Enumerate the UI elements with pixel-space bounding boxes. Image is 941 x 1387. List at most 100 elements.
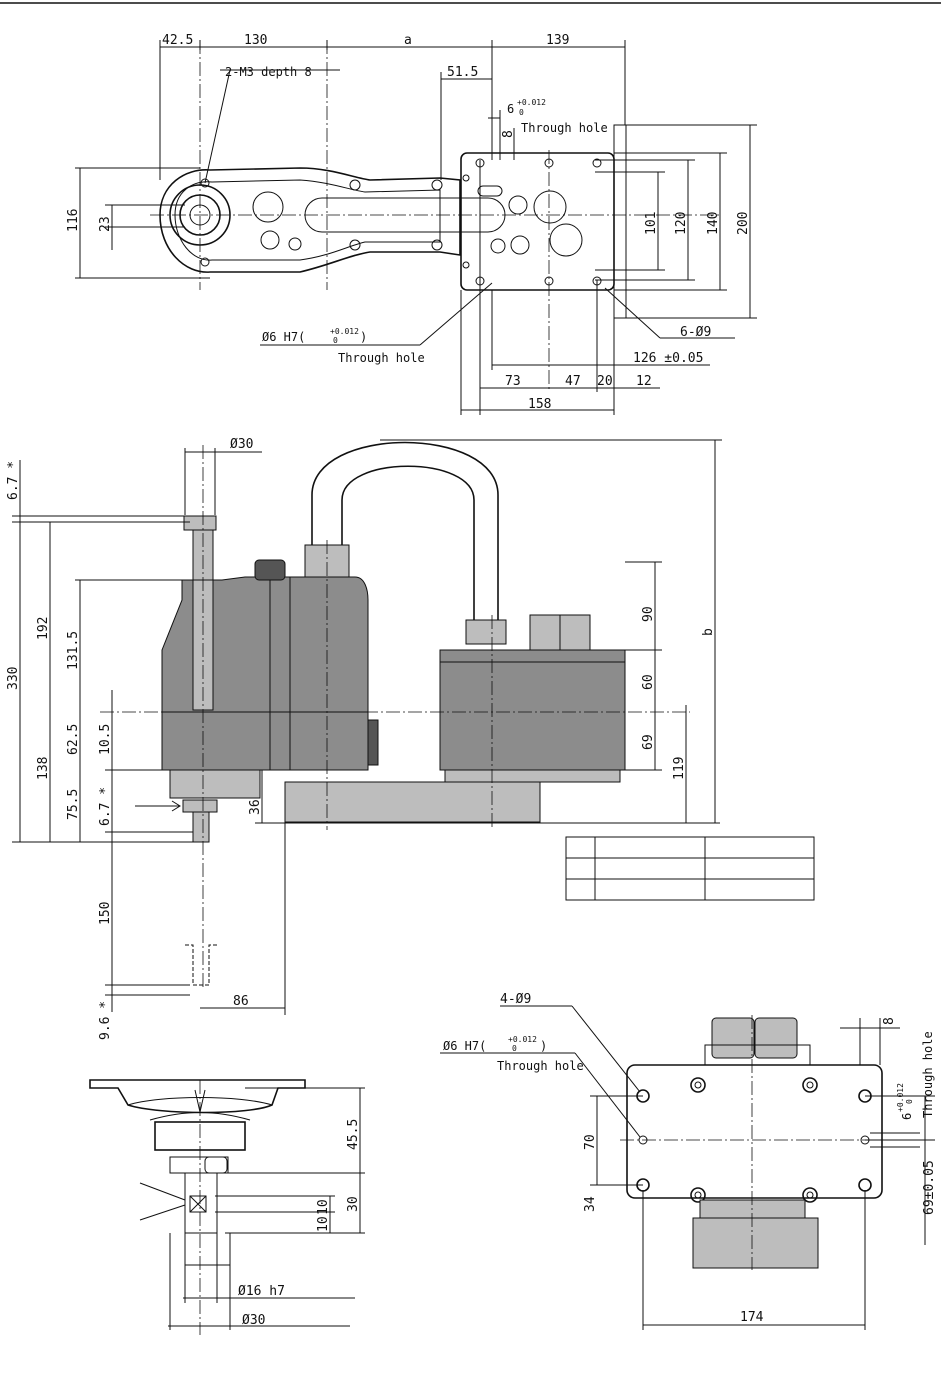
shaft-view-housing <box>89 1079 306 1114</box>
top-view-plate-flange <box>613 124 627 319</box>
side-shaft-collar <box>183 515 217 531</box>
side-dim-60: 60 <box>641 674 656 690</box>
top-dim-12: 12 <box>636 374 652 389</box>
top-view-arm-inner <box>174 179 441 261</box>
top-dim-126: 126 ±0.05 <box>633 351 703 366</box>
top-note-through-hole: Through hole <box>521 121 608 135</box>
side-shaft-flange <box>182 799 218 813</box>
side-base-plate <box>444 769 621 783</box>
side-cable-fitting-right <box>465 619 507 645</box>
side-dim-phi30: Ø30 <box>230 437 253 452</box>
top-dim-101: 101 <box>644 212 659 235</box>
top-view-dimension-lines <box>75 40 757 415</box>
shaft-dimension-lines <box>139 1087 365 1330</box>
side-dim-36: 36 <box>248 799 263 815</box>
top-dim-a: a <box>404 33 412 48</box>
shaft-dim-phi30: Ø30 <box>242 1313 265 1328</box>
top-view-screw-6 <box>431 239 443 251</box>
top-view-arm-outline <box>159 167 461 273</box>
side-dim-9-6: 9.6 * <box>98 1001 113 1040</box>
side-dim-330: 330 <box>6 667 21 690</box>
top-dim-140: 140 <box>706 212 721 235</box>
rear-dim-70: 70 <box>583 1134 598 1150</box>
rear-note-phi6-h7: Ø6 H7( <box>443 1039 486 1053</box>
top-view-screw-4 <box>349 239 361 251</box>
rear-note-tol-lo-2: 0 <box>905 1099 914 1104</box>
top-dim-47: 47 <box>565 374 581 389</box>
top-view-bore-1 <box>252 191 284 223</box>
spec-table <box>565 836 815 901</box>
rear-note-tol-up: +0.012 <box>508 1035 537 1044</box>
shaft-view-collar <box>169 1156 229 1174</box>
rear-note-through-hole: Through hole <box>497 1059 584 1073</box>
side-base-connector-2 <box>559 614 591 651</box>
top-dim-120: 120 <box>674 212 689 235</box>
top-note-tol-lo: 0 <box>519 108 524 117</box>
top-view-screw-1 <box>200 178 210 188</box>
shaft-dim-phi16: Ø16 h7 <box>238 1284 285 1299</box>
top-dim-158: 158 <box>528 397 551 412</box>
side-cable-outer <box>311 441 499 625</box>
shaft-view-key <box>189 1195 207 1213</box>
rear-note-close: ) <box>540 1039 547 1053</box>
side-base-foot <box>284 781 541 823</box>
top-view-plate-bore-1 <box>533 190 567 224</box>
side-base-connector-1 <box>529 614 561 651</box>
top-view: 42.5 130 a 139 51.5 2-M3 depth 8 6 +0.01… <box>66 33 757 415</box>
side-lower-housing <box>169 769 261 799</box>
rear-dimension-lines <box>440 1005 935 1330</box>
top-note-phi6-close: ) <box>360 330 367 344</box>
side-dim-b: b <box>701 628 716 636</box>
rear-note-hole-6: 6 <box>900 1113 914 1120</box>
rear-dim-8: 8 <box>882 1017 897 1025</box>
side-dim-6-7-bottom: 6.7 * <box>98 787 113 826</box>
rear-dim-34: 34 <box>583 1196 598 1212</box>
rear-view: 4-Ø9 Ø6 H7( +0.012 0 ) Through hole 70 3… <box>440 992 937 1330</box>
shaft-dim-30: 30 <box>346 1196 361 1212</box>
top-view-screw-5 <box>431 179 443 191</box>
top-view-plate-bore-4 <box>510 235 530 255</box>
side-dim-90: 90 <box>641 606 656 622</box>
side-dim-86: 86 <box>233 994 249 1009</box>
side-dim-192: 192 <box>36 617 51 640</box>
top-dim-116: 116 <box>66 209 81 232</box>
rear-connector-2 <box>754 1017 798 1059</box>
rear-base-block <box>692 1217 819 1269</box>
top-note-m3-depth: 2-M3 depth 8 <box>225 65 312 79</box>
shaft-dim-10-a: 10 <box>316 1199 331 1215</box>
top-dim-51-5: 51.5 <box>447 65 478 80</box>
top-dim-23: 23 <box>98 216 113 232</box>
rear-mount-bracket <box>699 1199 806 1219</box>
side-dim-10-5: 10.5 <box>98 724 113 755</box>
side-dim-62-5: 62.5 <box>66 724 81 755</box>
top-view-plate-bore-3 <box>508 195 528 215</box>
top-dim-20: 20 <box>597 374 613 389</box>
side-dim-138: 138 <box>36 757 51 780</box>
top-view-bore-3 <box>288 237 302 251</box>
top-view-plate-slot <box>477 185 503 197</box>
side-cable-inner <box>341 465 475 625</box>
side-dim-150: 150 <box>98 902 113 925</box>
top-view-plate-hole-7 <box>462 174 470 182</box>
rear-plate <box>626 1064 883 1199</box>
top-view-plate-bore-5 <box>490 238 506 254</box>
side-dimension-lines <box>12 439 722 1015</box>
top-view-base-plate <box>460 152 615 291</box>
top-view-bore-2 <box>260 230 280 250</box>
top-dim-73: 73 <box>505 374 521 389</box>
top-dim-139: 139 <box>546 33 569 48</box>
shaft-view-stop <box>204 1156 228 1174</box>
shaft-dim-45-5: 45.5 <box>346 1119 361 1150</box>
top-note-phi6-tol-lo: 0 <box>333 336 338 345</box>
side-dim-75-5: 75.5 <box>66 789 81 820</box>
rear-connector-1 <box>711 1017 755 1059</box>
top-dim-130: 130 <box>244 33 267 48</box>
side-arm-cap <box>254 559 286 581</box>
rear-dim-69: 69±0.05 <box>922 1160 937 1215</box>
side-dim-69: 69 <box>641 734 656 750</box>
side-arm-side-panel <box>367 719 379 766</box>
shaft-view-rod <box>184 1172 218 1234</box>
rear-note-tol-up-2: +0.012 <box>896 1083 905 1112</box>
top-note-phi6-h7: Ø6 H7( <box>262 330 305 344</box>
